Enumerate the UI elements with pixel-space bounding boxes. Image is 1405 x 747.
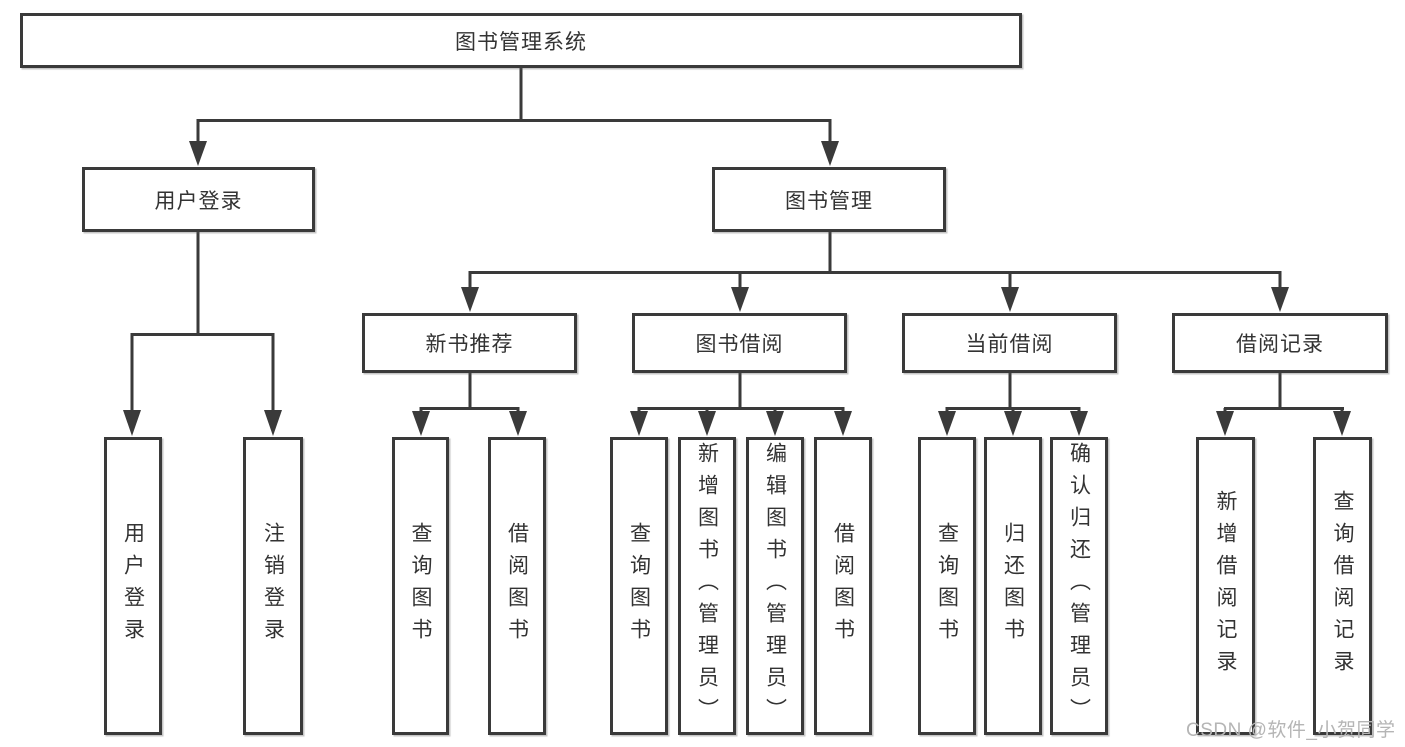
node-book-system: 图书管理系统 bbox=[20, 13, 1022, 68]
leaf-bb-edit-books: 编辑图书（管理员） bbox=[746, 437, 804, 735]
leaf-bb-add-books: 新增图书（管理员） bbox=[678, 437, 736, 735]
node-borrow-records-label: 借阅记录 bbox=[1236, 333, 1324, 356]
watermark: CSDN @软件_小贺同学 bbox=[1186, 720, 1396, 741]
node-book-borrowing-label: 图书借阅 bbox=[695, 333, 784, 356]
node-new-book-recommend-label: 新书推荐 bbox=[425, 333, 514, 356]
leaf-cb-confirm-return: 确认归还（管理员） bbox=[1050, 437, 1108, 735]
connectors bbox=[123, 66, 1351, 436]
leaf-bb-edit-books-label: 编辑图书（管理员） bbox=[763, 442, 787, 730]
node-new-book-recommend: 新书推荐 bbox=[362, 313, 577, 373]
leaf-bb-add-books-label: 新增图书（管理员） bbox=[695, 442, 719, 730]
node-book-management-label: 图书管理 bbox=[785, 189, 873, 213]
leaf-cb-return-books-label: 归还图书 bbox=[1001, 522, 1025, 650]
leaf-user-login: 用户登录 bbox=[104, 437, 162, 735]
node-borrow-records: 借阅记录 bbox=[1172, 313, 1388, 373]
node-book-borrowing: 图书借阅 bbox=[632, 313, 847, 373]
node-current-borrowing: 当前借阅 bbox=[902, 313, 1117, 373]
node-current-borrowing-label: 当前借阅 bbox=[965, 333, 1054, 356]
leaf-nb-query-books-label: 查询图书 bbox=[409, 522, 432, 650]
leaf-cb-query-books: 查询图书 bbox=[918, 437, 976, 735]
leaf-br-add-record-label: 新增借阅记录 bbox=[1214, 490, 1237, 682]
leaf-br-add-record: 新增借阅记录 bbox=[1196, 437, 1255, 735]
leaf-bb-borrow-books-label: 借阅图书 bbox=[831, 522, 855, 650]
leaf-bb-borrow-books: 借阅图书 bbox=[814, 437, 872, 735]
leaf-logout-label: 注销登录 bbox=[261, 522, 285, 650]
leaf-user-login-label: 用户登录 bbox=[121, 522, 145, 650]
leaf-cb-return-books: 归还图书 bbox=[984, 437, 1042, 735]
leaf-nb-borrow-books-label: 借阅图书 bbox=[505, 522, 529, 650]
node-user-login: 用户登录 bbox=[82, 167, 315, 232]
leaf-br-query-record-label: 查询借阅记录 bbox=[1331, 490, 1354, 682]
leaf-cb-query-books-label: 查询图书 bbox=[935, 522, 959, 650]
node-book-management: 图书管理 bbox=[712, 167, 946, 232]
leaf-logout: 注销登录 bbox=[243, 437, 303, 735]
node-book-system-label: 图书管理系统 bbox=[455, 30, 587, 54]
leaf-cb-confirm-return-label: 确认归还（管理员） bbox=[1067, 442, 1091, 730]
node-user-login-label: 用户登录 bbox=[154, 189, 243, 213]
leaf-nb-borrow-books: 借阅图书 bbox=[488, 437, 546, 735]
leaf-bb-query-books-label: 查询图书 bbox=[627, 522, 651, 650]
leaf-nb-query-books: 查询图书 bbox=[392, 437, 449, 735]
leaf-bb-query-books: 查询图书 bbox=[610, 437, 668, 735]
leaf-br-query-record: 查询借阅记录 bbox=[1313, 437, 1372, 735]
